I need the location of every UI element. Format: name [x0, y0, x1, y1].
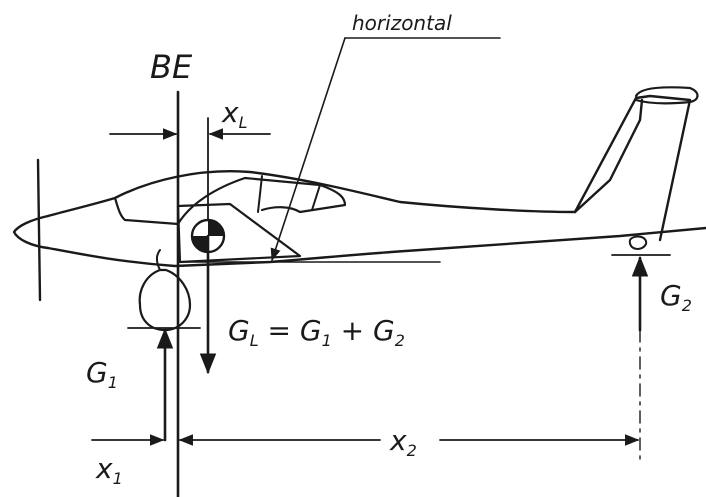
canopy: [113, 176, 347, 226]
gl-equation: GL = G1 + G2: [228, 314, 405, 350]
x2-label: x2: [389, 424, 417, 460]
datum-label: BE: [150, 48, 193, 86]
g2-label: G2: [660, 279, 692, 315]
vertical-tail: [573, 94, 692, 242]
horizontal-leader: [270, 37, 346, 262]
main-wheel: [138, 268, 192, 332]
propeller-blade: [36, 158, 42, 302]
aircraft-outline: [12, 86, 706, 332]
horizontal-label: horizontal: [352, 11, 452, 35]
canopy-frame: [257, 175, 321, 213]
horizontal-stabilizer: [634, 86, 699, 105]
spinner: [12, 214, 50, 250]
xl-label: xL: [221, 96, 248, 132]
main-gear-leg: [156, 249, 161, 271]
fuselage-top: [46, 98, 644, 218]
fuselage-bottom: [46, 226, 706, 268]
tail-wheel: [628, 235, 648, 250]
wing-root: [176, 202, 302, 264]
g1-label: G1: [86, 356, 118, 392]
x1-label: x1: [95, 452, 123, 488]
